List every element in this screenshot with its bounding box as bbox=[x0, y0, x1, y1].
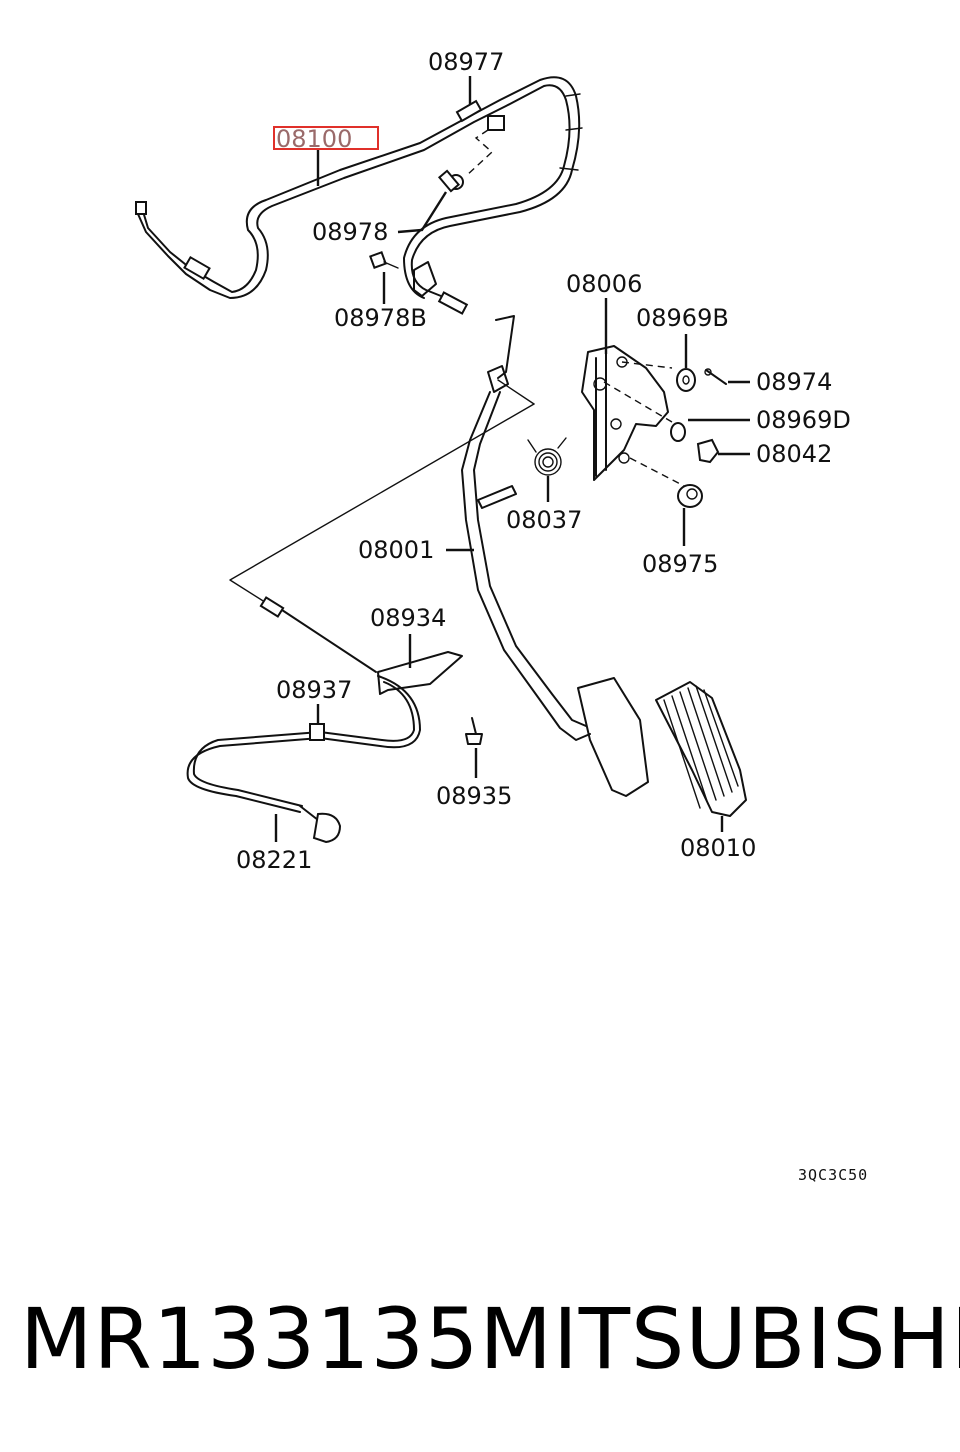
bolt-08935: 08935 bbox=[436, 717, 512, 810]
label-08037: 08037 bbox=[506, 506, 582, 534]
label-08006: 08006 bbox=[566, 270, 642, 298]
pedal-arm-08001: 08001 bbox=[358, 315, 591, 741]
footer-caption: MR133135 MITSUBISHI bbox=[20, 1290, 960, 1388]
washer-08969D: 08969D bbox=[670, 406, 851, 442]
label-08937: 08937 bbox=[276, 676, 352, 704]
bracket-08934: 08934 bbox=[370, 604, 463, 695]
label-08934: 08934 bbox=[370, 604, 446, 632]
label-08042: 08042 bbox=[756, 440, 832, 468]
label-08977: 08977 bbox=[428, 48, 504, 76]
assembly-guide-lines bbox=[229, 379, 535, 605]
label-08935: 08935 bbox=[436, 782, 512, 810]
label-08221: 08221 bbox=[236, 846, 312, 874]
callout-08978B: 08978B bbox=[334, 251, 437, 332]
stopper-08042: 08042 bbox=[696, 438, 832, 468]
callout-08977: 08977 bbox=[428, 48, 504, 104]
label-08974: 08974 bbox=[756, 368, 832, 396]
highlight-box-08100 bbox=[273, 126, 379, 150]
label-08975: 08975 bbox=[642, 550, 718, 578]
spring-08037: 08037 bbox=[506, 437, 582, 534]
label-08969D: 08969D bbox=[756, 406, 851, 434]
label-08100: 08100 bbox=[276, 125, 352, 153]
pedal-pad-attached bbox=[577, 677, 649, 797]
callout-08100: 08100 bbox=[273, 125, 379, 186]
washer-08969B: 08969B bbox=[636, 304, 729, 392]
label-08010: 08010 bbox=[680, 834, 756, 862]
throttle-cable-08100 bbox=[135, 76, 583, 315]
callout-08978: 08978 bbox=[312, 129, 494, 246]
clip-08937: 08937 bbox=[276, 676, 352, 741]
label-08969B: 08969B bbox=[636, 304, 729, 332]
pedal-pad-08010: 08010 bbox=[655, 681, 756, 862]
diagram-code: 3QC3C50 bbox=[798, 1166, 868, 1184]
part-number: MR133135 bbox=[20, 1290, 480, 1388]
label-08001: 08001 bbox=[358, 536, 434, 564]
label-08978: 08978 bbox=[312, 218, 388, 246]
brand-name: MITSUBISHI bbox=[479, 1290, 960, 1388]
pin-08974: 08974 bbox=[704, 368, 832, 396]
lower-cable-08221: 08221 bbox=[186, 596, 421, 874]
label-08978B: 08978B bbox=[334, 304, 427, 332]
bracket-08006: 08006 bbox=[566, 270, 689, 489]
bushing-08975: 08975 bbox=[642, 484, 718, 578]
